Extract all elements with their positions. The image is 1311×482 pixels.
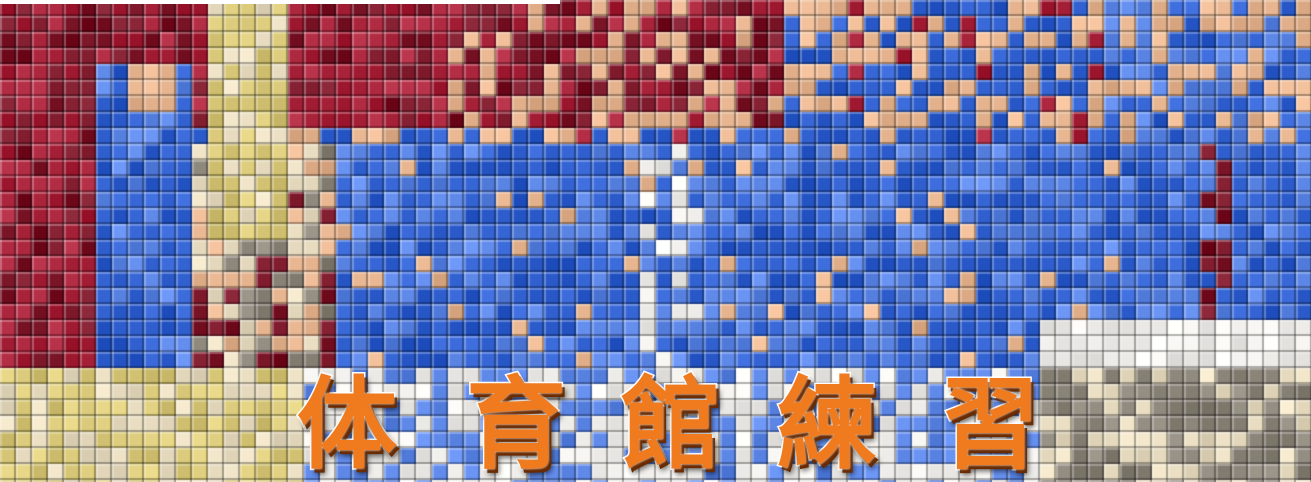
title-char-4: 練 bbox=[776, 366, 879, 482]
title-char-1: 体 bbox=[296, 366, 399, 482]
top-white-strip bbox=[0, 0, 560, 4]
banner-title: 体 育 館 練 習 bbox=[0, 366, 1311, 482]
title-char-5: 習 bbox=[939, 366, 1042, 482]
title-char-2: 育 bbox=[465, 366, 568, 482]
title-char-3: 館 bbox=[620, 366, 723, 482]
